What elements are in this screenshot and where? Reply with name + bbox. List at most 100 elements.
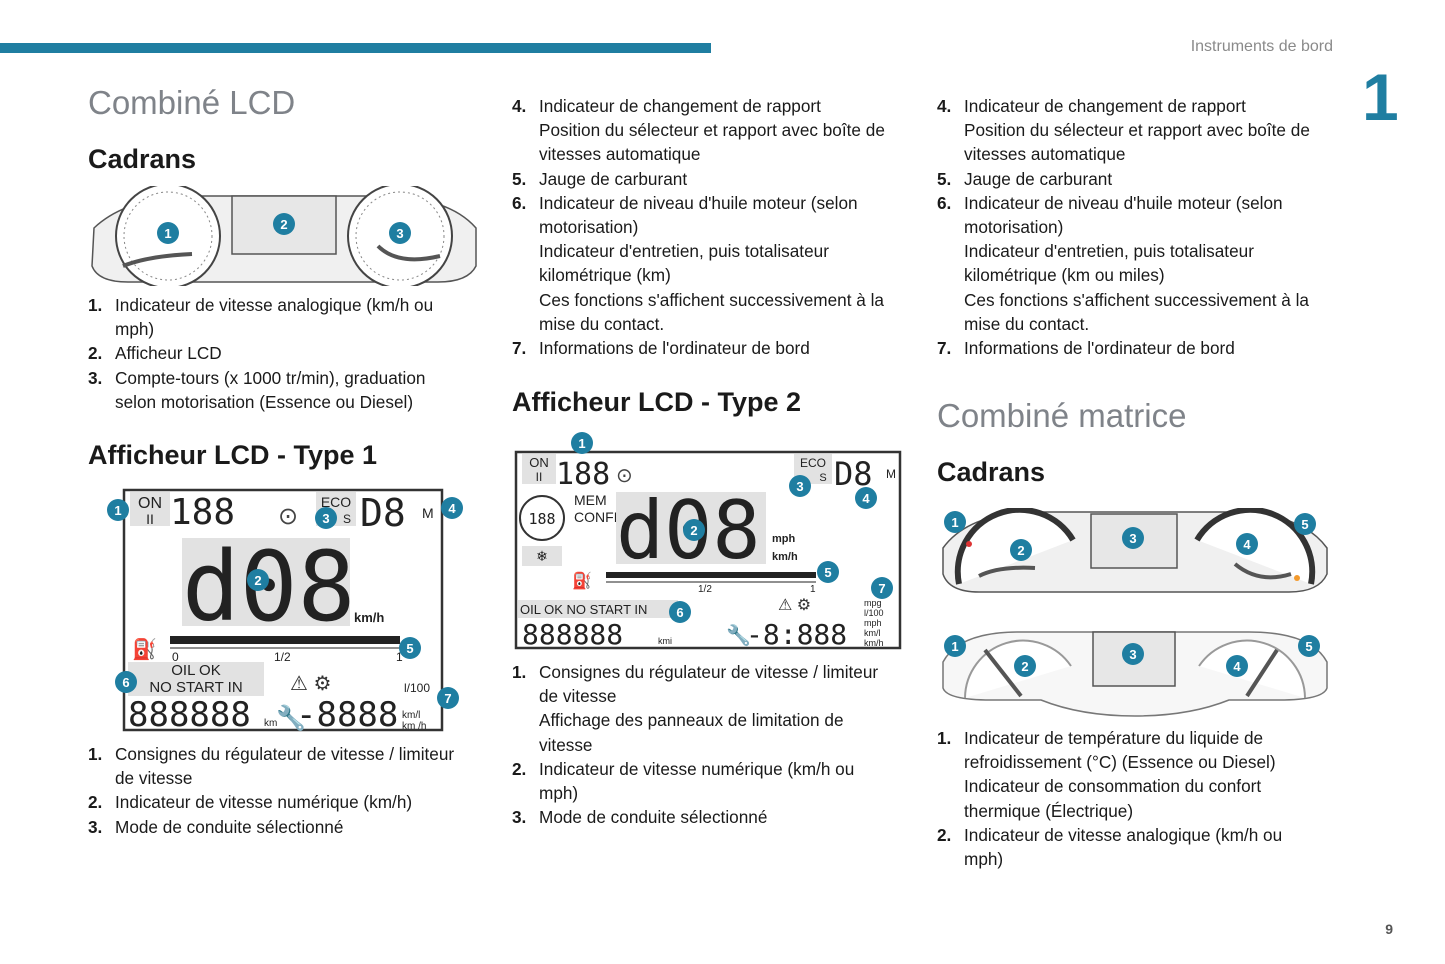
lcd-type1-illustration: ON II 188 ⊙ ECO S D8 M d08 km/h ⛽ 0 1/2 … — [107, 488, 463, 734]
svg-text:S: S — [819, 472, 826, 484]
svg-text:MEM: MEM — [574, 492, 607, 508]
svg-text:4: 4 — [862, 491, 870, 506]
list-item: 2.Indicateur de vitesse numérique (km/h … — [512, 758, 855, 804]
service-car-icons: ⚠ ⚙ — [290, 673, 331, 695]
svg-text:7: 7 — [444, 691, 451, 706]
svg-text:5: 5 — [1305, 639, 1312, 654]
header-accent-bar — [0, 43, 711, 53]
lcd-type1-list: 1.Consignes du régulateur de vitesse / l… — [88, 742, 483, 839]
fuel-pump-icon: ⛽ — [132, 637, 157, 661]
list-item: 1.Indicateur de vitesse analogique (km/h… — [88, 295, 434, 340]
callout-1: 1 — [164, 226, 171, 241]
svg-text:OIL OK: OIL OK — [171, 662, 220, 679]
matrix-cluster-illustration-1: 1 2 3 4 5 — [942, 508, 1328, 593]
list-item: 3.Compte-tours (x 1000 tr/min), graduati… — [88, 367, 426, 412]
svg-text:1: 1 — [810, 584, 816, 595]
section-title: Instruments de bord — [1190, 38, 1333, 55]
svg-text:km /h: km /h — [402, 721, 426, 732]
list-item: 6.Indicateur de niveau d'huile moteur (s… — [512, 192, 884, 334]
svg-text:1: 1 — [114, 503, 121, 518]
svg-text:5: 5 — [1301, 517, 1308, 532]
wrench-icon: 🔧 — [276, 703, 306, 732]
svg-text:888888: 888888 — [522, 618, 623, 651]
svg-text:1: 1 — [951, 515, 958, 530]
lcd-cluster-illustration: 1 2 3 — [91, 186, 477, 286]
list-item: 2.Indicateur de vitesse numérique (km/h) — [88, 792, 413, 813]
svg-text:d08: d08 — [182, 531, 355, 643]
svg-text:km/l: km/l — [864, 628, 881, 638]
svg-text:km: km — [264, 718, 277, 729]
list-item: 3.Mode de conduite sélectionné — [512, 807, 768, 828]
cruise-icon: ⊙ — [616, 465, 633, 487]
svg-text:3: 3 — [1129, 531, 1136, 546]
svg-text:mpg: mpg — [864, 598, 882, 608]
list-item: 5.Jauge de carburant — [512, 168, 688, 189]
svg-text:3: 3 — [796, 479, 803, 494]
list-item: 2.Afficheur LCD — [88, 343, 222, 364]
lcd-type2-illustration: ON II 188 ⊙ ECO S D8 M 188 ❄ MEM CONFIRM… — [514, 432, 902, 651]
cadrans-heading: Cadrans — [88, 144, 197, 174]
svg-text:l/100: l/100 — [864, 608, 884, 618]
page-number: 9 — [1385, 921, 1393, 937]
lcd-type2-list: 1.Consignes du régulateur de vitesse / l… — [512, 660, 912, 829]
svg-text:l/100: l/100 — [404, 681, 430, 695]
list-item: 7.Informations de l'ordinateur de bord — [512, 338, 810, 359]
callout-3: 3 — [396, 226, 403, 241]
svg-text:D8: D8 — [360, 491, 406, 535]
svg-text:2: 2 — [690, 523, 697, 538]
svg-text:4: 4 — [448, 501, 456, 516]
svg-text:ON: ON — [529, 455, 549, 470]
svg-text:1/2: 1/2 — [274, 650, 291, 664]
svg-text:II: II — [146, 511, 154, 527]
svg-text:km/h: km/h — [864, 638, 884, 648]
list-item: 3.Mode de conduite sélectionné — [88, 816, 344, 837]
fuel-pump-icon: ⛽ — [572, 571, 592, 590]
svg-text:-8:888: -8:888 — [746, 618, 847, 651]
list-item: 2.Indicateur de vitesse analogique (km/h… — [937, 824, 1283, 870]
svg-text:ON: ON — [138, 495, 162, 512]
cadrans-matrice-heading: Cadrans — [937, 457, 1046, 487]
svg-text:NO START IN: NO START IN — [149, 679, 242, 696]
svg-text:2: 2 — [254, 573, 261, 588]
matrice-list: 1.Indicateur de température du liquide d… — [937, 726, 1337, 871]
svg-text:188: 188 — [556, 457, 610, 492]
service-car-icons: ⚠ ⚙ — [778, 597, 811, 614]
svg-text:km/h: km/h — [354, 610, 384, 625]
svg-text:6: 6 — [122, 675, 129, 690]
list-item: 7.Informations de l'ordinateur de bord — [937, 338, 1235, 359]
svg-text:❄: ❄ — [536, 548, 548, 564]
combine-lcd-title: Combiné LCD — [88, 84, 296, 121]
svg-text:888888: 888888 — [128, 695, 251, 734]
svg-text:1/2: 1/2 — [698, 584, 712, 595]
list-item: 1.Consignes du régulateur de vitesse / l… — [88, 744, 455, 789]
svg-text:M: M — [422, 505, 434, 521]
svg-text:2: 2 — [1017, 543, 1024, 558]
combine-matrice-title: Combiné matrice — [937, 397, 1187, 434]
matrix-cluster-illustration-2: 1 2 3 4 5 — [942, 631, 1328, 717]
list-item: 1.Indicateur de température du liquide d… — [937, 728, 1276, 821]
svg-text:1: 1 — [951, 639, 958, 654]
svg-text:5: 5 — [824, 565, 831, 580]
chapter-number: 1 — [1362, 60, 1399, 134]
list-item: 1.Consignes du régulateur de vitesse / l… — [512, 662, 879, 755]
cruise-icon: ⊙ — [278, 503, 298, 530]
svg-text:D8: D8 — [834, 455, 873, 493]
svg-text:5: 5 — [406, 641, 413, 656]
lcd-type1-heading: Afficheur LCD - Type 1 — [88, 440, 378, 470]
svg-text:mph: mph — [864, 618, 882, 628]
svg-text:3: 3 — [1129, 647, 1136, 662]
callout-2: 2 — [280, 217, 287, 232]
speed-limit-digits: 188 — [170, 492, 235, 533]
svg-text:mph: mph — [772, 533, 796, 545]
svg-text:M: M — [886, 467, 896, 481]
svg-text:1: 1 — [396, 650, 403, 664]
cadrans-list: 1.Indicateur de vitesse analogique (km/h… — [88, 293, 483, 414]
svg-text:188: 188 — [528, 510, 555, 528]
svg-text:6: 6 — [676, 605, 683, 620]
lcd-type2-heading: Afficheur LCD - Type 2 — [512, 387, 802, 417]
svg-text:km/l: km/l — [402, 710, 420, 721]
